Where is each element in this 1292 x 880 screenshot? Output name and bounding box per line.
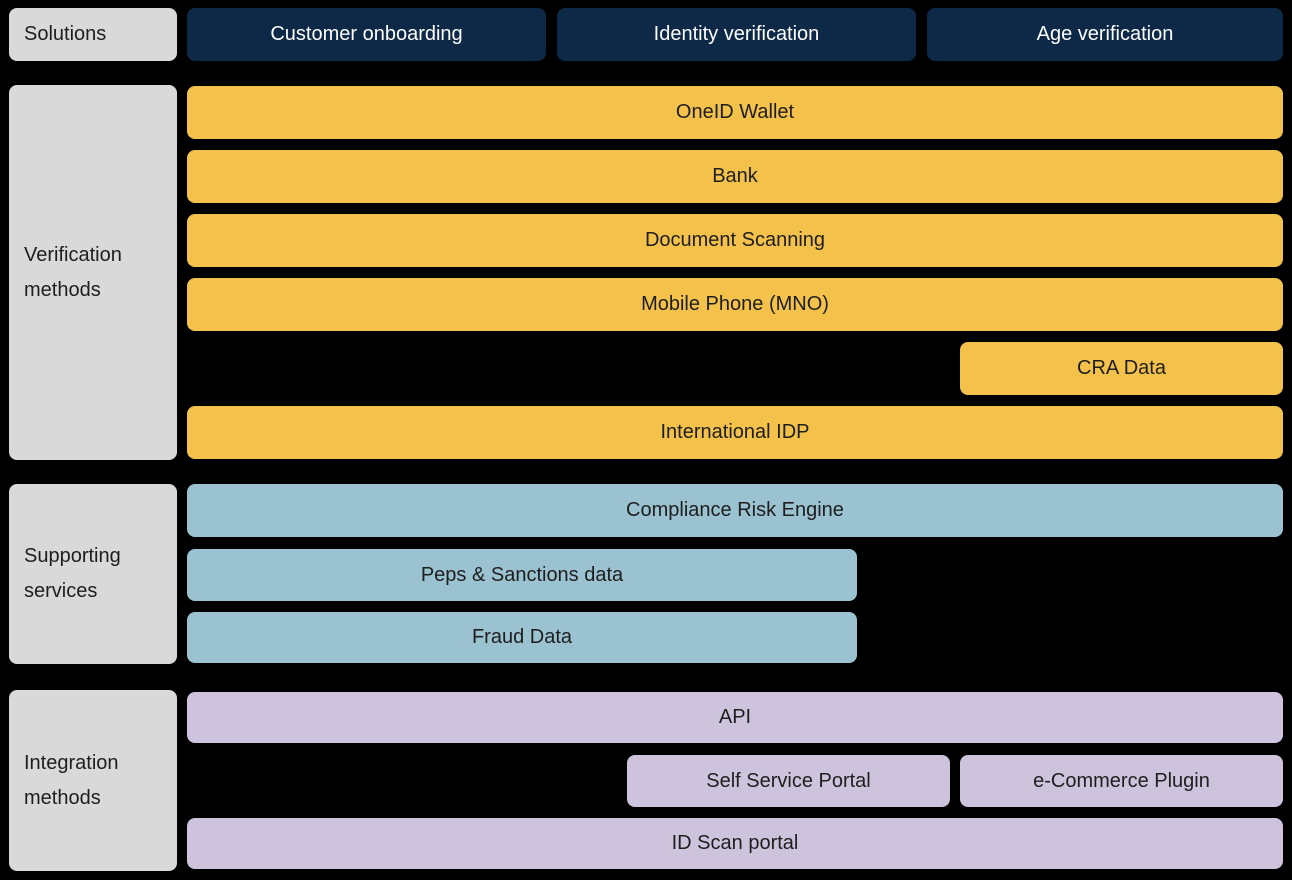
- bar-bank: Bank: [187, 150, 1283, 203]
- bar-label: ID Scan portal: [671, 832, 799, 854]
- section-label-text: Integration methods: [24, 751, 119, 809]
- header-customer-onboarding: Customer onboarding: [187, 8, 546, 61]
- header-column-text: Age verification: [1036, 23, 1174, 45]
- section-label-verification-methods: Verification methods: [9, 85, 177, 460]
- section-label-integration-methods: Integration methods: [9, 690, 177, 871]
- bar-self-service-portal: Self Service Portal: [627, 755, 950, 807]
- header-age-verification: Age verification: [927, 8, 1283, 61]
- header-identity-verification: Identity verification: [557, 8, 916, 61]
- bar-label: Peps & Sanctions data: [420, 563, 624, 586]
- bar-cra-data: CRA Data: [960, 342, 1283, 395]
- bar-label: Fraud Data: [471, 626, 573, 648]
- bar-document-scanning: Document Scanning: [187, 214, 1283, 267]
- section-label-text: Supporting services: [24, 545, 121, 602]
- bar-international-idp: International IDP: [187, 406, 1283, 459]
- bar-label: Document Scanning: [644, 229, 826, 251]
- bar-id-scan-portal: ID Scan portal: [187, 818, 1283, 869]
- bar-peps-sanctions-data: Peps & Sanctions data: [187, 549, 857, 601]
- header-label-solutions: Solutions: [9, 8, 177, 61]
- bar-fraud-data: Fraud Data: [187, 612, 857, 663]
- bar-label: Compliance Risk Engine: [626, 499, 844, 521]
- header-column-text: Identity verification: [653, 23, 820, 45]
- bar-compliance-risk-engine: Compliance Risk Engine: [187, 484, 1283, 537]
- bar-label: CRA Data: [1077, 357, 1166, 379]
- section-label-text: Verification methods: [24, 243, 122, 301]
- bar-ecommerce-plugin: e-Commerce Plugin: [960, 755, 1283, 807]
- section-label-supporting-services: Supporting services: [9, 484, 177, 664]
- bar-oneid-wallet: OneID Wallet: [187, 86, 1283, 139]
- bar-label: Self Service Portal: [706, 769, 871, 792]
- header-column-text: Customer onboarding: [270, 23, 463, 45]
- bar-label: Bank: [712, 165, 758, 187]
- bar-mobile-phone-mno: Mobile Phone (MNO): [187, 278, 1283, 331]
- header-label-text: Solutions: [24, 23, 107, 45]
- bar-api: API: [187, 692, 1283, 743]
- bar-label: API: [718, 706, 752, 728]
- bar-label: Mobile Phone (MNO): [641, 293, 829, 315]
- bar-label: OneID Wallet: [675, 101, 795, 123]
- bar-label: International IDP: [660, 421, 810, 443]
- bar-label: e-Commerce Plugin: [1033, 769, 1210, 792]
